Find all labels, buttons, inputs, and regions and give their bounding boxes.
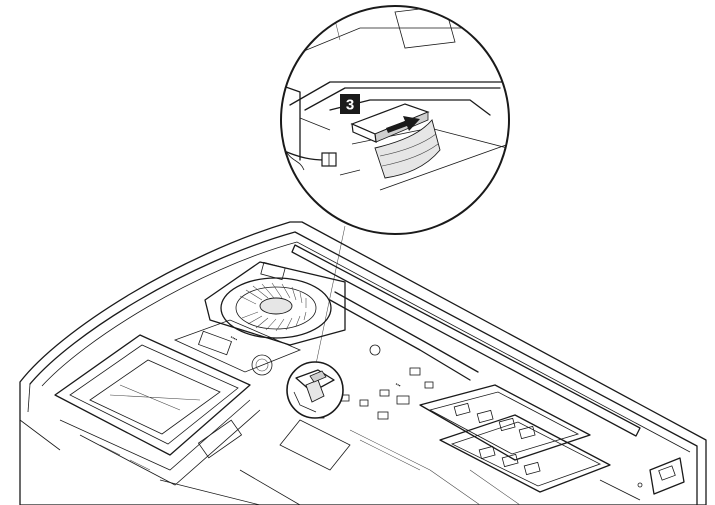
flex-cable — [374, 119, 441, 179]
callout-magnified-view: 3 — [280, 5, 510, 365]
side-port — [599, 457, 685, 501]
step-number: 3 — [346, 97, 354, 114]
top-rail — [291, 244, 641, 437]
board-marking-b: ▪▪▪ — [394, 381, 402, 389]
laptop-base: ▪▪▪▪ ▪▪▪ — [19, 221, 707, 505]
storage-bay — [54, 334, 261, 486]
system-board: ▪▪▪▪ ▪▪▪ — [173, 319, 434, 471]
step-badge: 3 — [340, 94, 360, 114]
callout-interior — [281, 6, 509, 191]
callout-circle — [280, 5, 510, 235]
callout-leader-line — [315, 225, 346, 365]
board-marking-a: ▪▪▪▪ — [229, 334, 238, 343]
detail-circle — [286, 361, 344, 419]
chassis-outline — [19, 221, 707, 505]
memory-slot — [419, 384, 611, 493]
cooling-fan — [204, 261, 479, 381]
direction-arrow — [386, 116, 420, 133]
